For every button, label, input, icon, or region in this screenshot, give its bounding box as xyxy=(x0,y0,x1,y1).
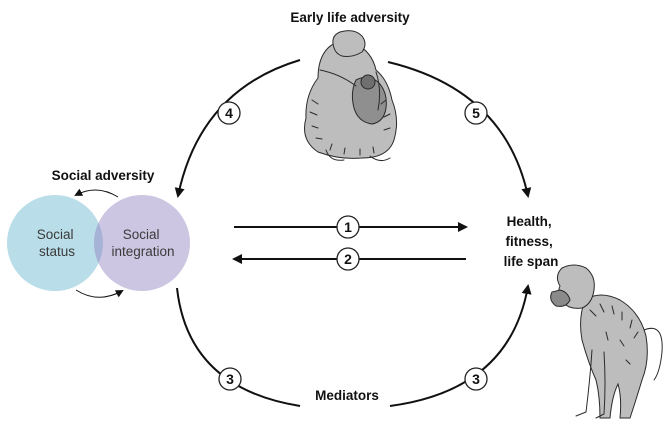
baboon-icon xyxy=(550,264,663,419)
mediator-left-path xyxy=(176,287,301,407)
health-label: Health, fitness, life span xyxy=(504,214,559,269)
social-adversity-venn: Social status Social integration xyxy=(7,188,190,298)
svg-text:3: 3 xyxy=(472,371,480,387)
badge-3-right: 3 xyxy=(464,367,488,391)
social-integration-label: Social integration xyxy=(111,227,174,259)
arrow-4-path xyxy=(174,59,301,198)
mother-infant-monkey-icon xyxy=(304,30,398,162)
svg-text:5: 5 xyxy=(472,105,480,121)
social-integration-circle xyxy=(94,195,190,291)
badge-5: 5 xyxy=(464,101,488,125)
health-line-2: fitness, xyxy=(505,234,552,249)
social-status-label: Social status xyxy=(37,227,78,259)
badge-3-left: 3 xyxy=(218,367,242,391)
social-status-line-1: Social xyxy=(37,227,74,242)
health-line-1: Health, xyxy=(507,214,552,229)
social-integration-line-1: Social xyxy=(123,227,160,242)
badge-1: 1 xyxy=(336,215,360,239)
badge-4: 4 xyxy=(217,101,241,125)
social-integration-line-2: integration xyxy=(111,244,174,259)
badge-2: 2 xyxy=(336,247,360,271)
venn-top-feedback-arrow xyxy=(74,188,119,198)
early-life-adversity-label: Early life adversity xyxy=(290,10,410,25)
social-status-line-2: status xyxy=(39,244,75,259)
svg-text:2: 2 xyxy=(344,251,352,267)
mediators-label: Mediators xyxy=(315,388,379,403)
social-adversity-label: Social adversity xyxy=(52,168,155,183)
arrow-5-path xyxy=(387,61,532,198)
health-line-3: life span xyxy=(504,254,559,269)
mediator-right-path xyxy=(389,284,532,407)
social-status-circle xyxy=(7,195,103,291)
svg-text:4: 4 xyxy=(225,105,233,121)
svg-text:1: 1 xyxy=(344,219,352,235)
svg-text:3: 3 xyxy=(226,371,234,387)
venn-bottom-feedback-arrow xyxy=(75,289,124,298)
